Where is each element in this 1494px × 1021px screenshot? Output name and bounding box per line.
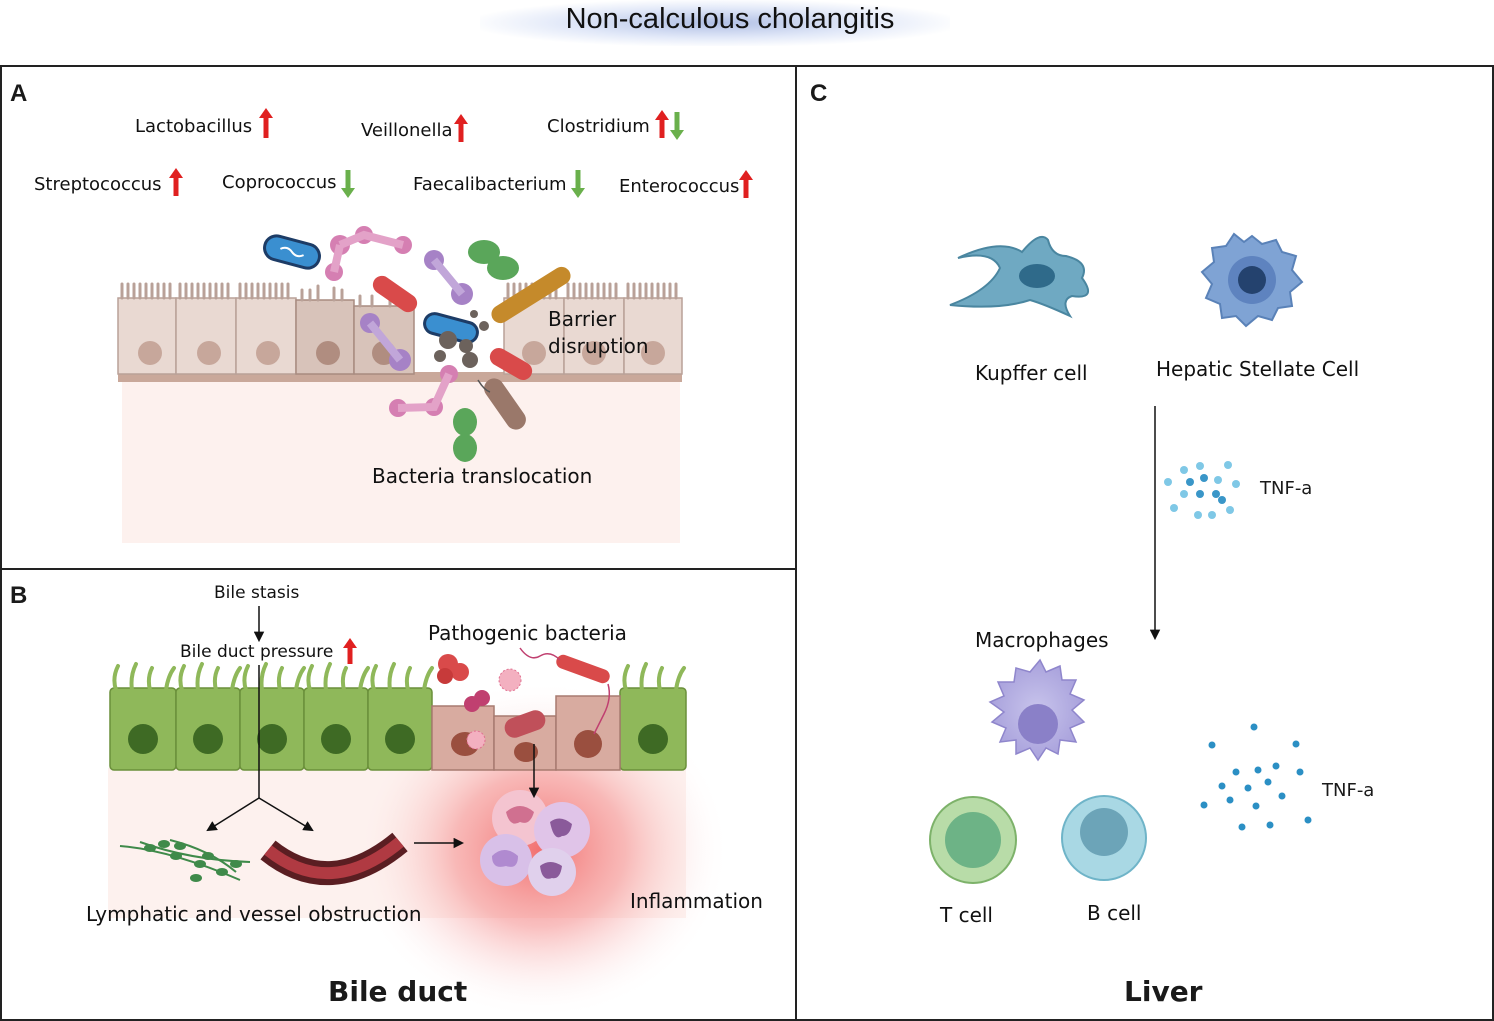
bacterium-coprococcus: Coprococcus: [222, 172, 337, 193]
bacterium-name: Enterococcus: [619, 176, 740, 197]
macrophage-icon: [988, 658, 1086, 762]
bacterium-clostridium: Clostridium: [547, 116, 650, 137]
panel-a-label: A: [10, 80, 28, 107]
epithelial-layer-a: [117, 282, 683, 375]
bacterium-name: Lactobacillus: [135, 116, 253, 137]
tnf-label-1: TNF-a: [1260, 478, 1313, 499]
bile-duct-footer: Bile duct: [328, 975, 468, 1008]
stellate-label: Hepatic Stellate Cell: [1156, 357, 1360, 381]
t-cell-icon: [929, 796, 1017, 884]
pathogens: [437, 647, 611, 750]
up-arrow-icon: [739, 170, 753, 198]
b-cell-label: B cell: [1087, 901, 1142, 925]
b-cell-icon: [1061, 795, 1147, 881]
macrophages-label: Macrophages: [975, 628, 1109, 652]
obstruction-label: Lymphatic and vessel obstruction: [86, 902, 422, 926]
bacterium-enterococcus: Enterococcus: [619, 176, 739, 197]
title-band: [480, 0, 950, 46]
kupffer-label: Kupffer cell: [975, 361, 1088, 385]
immune-cells: [480, 790, 590, 896]
down-arrow-icon: [571, 170, 585, 198]
tnf-label-2: TNF-a: [1322, 780, 1375, 801]
tnf-particles-2: [1200, 723, 1312, 831]
barrier-line-1: Barrier: [548, 307, 617, 331]
up-arrow-icon: [454, 114, 468, 142]
up-arrow-icon: [343, 638, 357, 664]
barrier-label: Barrier disruption: [548, 306, 649, 360]
bacterium-name: Veillonella: [361, 120, 453, 141]
bacterium-veillonella: Veillonella: [361, 120, 453, 141]
inflammation-label: Inflammation: [630, 889, 763, 913]
pathogenic-bacteria-label: Pathogenic bacteria: [428, 621, 627, 645]
figure-title: Non-calculous cholangitis: [565, 3, 895, 35]
kupffer-cell-icon: [949, 236, 1090, 319]
bacterium-lactobacillus: Lactobacillus: [135, 116, 252, 137]
panel-b-label: B: [10, 582, 28, 609]
bacterium-streptococcus: Streptococcus: [34, 174, 162, 195]
tnf-particles-1: [1164, 461, 1240, 519]
up-arrow-icon: [259, 108, 273, 138]
up-arrow-icon: [169, 168, 183, 196]
stellate-cell-icon: [1200, 232, 1304, 328]
bacterium-name: Coprococcus: [222, 172, 337, 193]
basement-membrane: [118, 372, 682, 382]
panel-c: [795, 65, 1494, 1021]
bacterium-faecalibacterium: Faecalibacterium: [413, 174, 567, 195]
t-cell-label: T cell: [940, 903, 993, 927]
bacterium-name: Faecalibacterium: [413, 174, 567, 195]
panel-c-label: C: [810, 80, 828, 107]
liver-footer: Liver: [1124, 975, 1203, 1008]
bile-duct-pressure-label: Bile duct pressure: [180, 642, 334, 662]
translocation-label: Bacteria translocation: [372, 464, 593, 488]
bacterium-name: Clostridium: [547, 116, 650, 137]
bacteria-cluster: [263, 226, 571, 462]
barrier-line-2: disruption: [548, 334, 649, 358]
bacterium-name: Streptococcus: [34, 174, 162, 195]
up-arrow-icon: [655, 110, 669, 138]
down-arrow-icon: [670, 112, 684, 140]
lymphatic-vessels: [119, 839, 251, 882]
bile-stasis-label: Bile stasis: [214, 583, 300, 603]
down-arrow-icon: [341, 170, 355, 198]
flow-arrows: [206, 606, 540, 849]
